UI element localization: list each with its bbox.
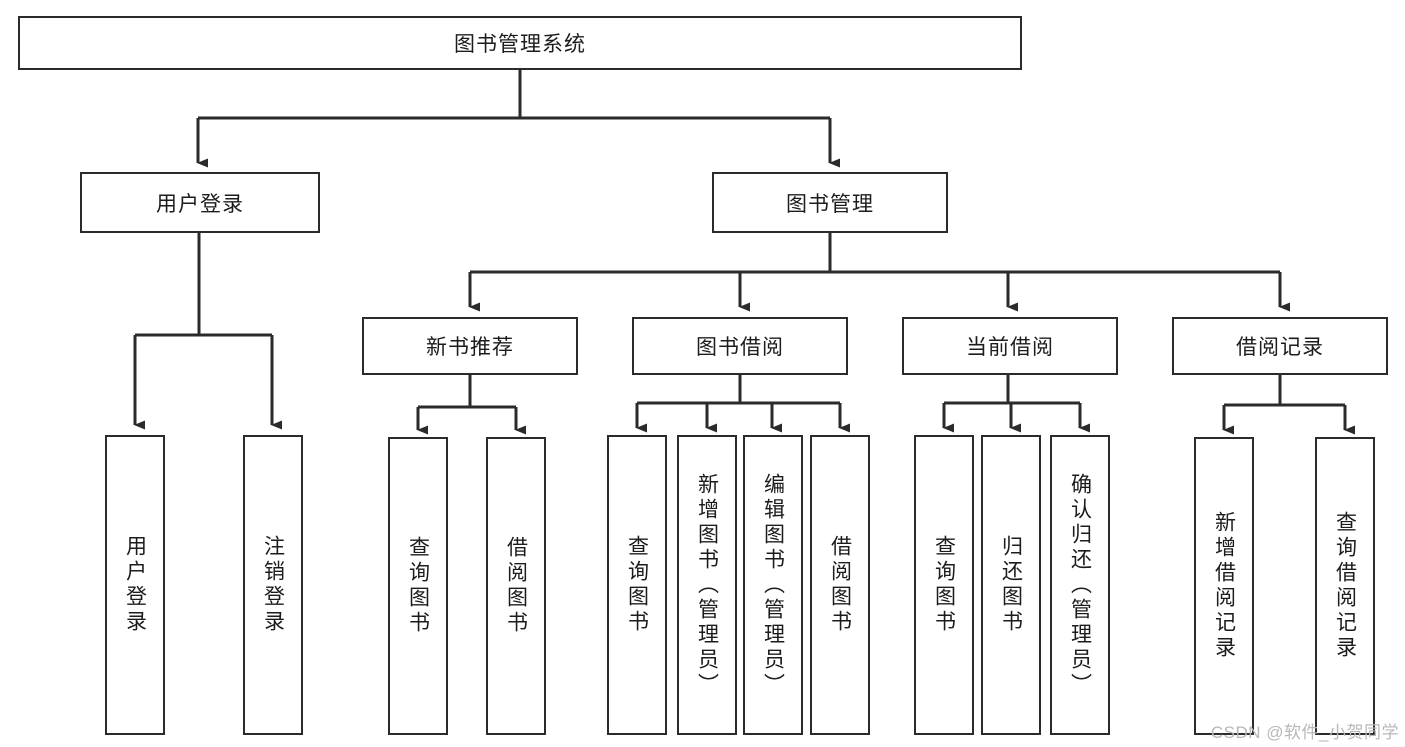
node-book-borrow[interactable]: 图书借阅	[632, 317, 848, 375]
node-user-login[interactable]: 用户登录	[80, 172, 320, 233]
node-book-management-label: 图书管理	[786, 192, 874, 216]
leaf-add-record[interactable]: 新增借阅记录	[1194, 437, 1254, 735]
node-book-management[interactable]: 图书管理	[712, 172, 948, 233]
leaf-query-book-3[interactable]: 查询图书	[914, 435, 974, 735]
leaf-borrow-book-2-label: 借阅图书	[828, 535, 852, 635]
node-borrow-record-label: 借阅记录	[1236, 336, 1324, 359]
node-current-borrow-label: 当前借阅	[966, 336, 1054, 359]
leaf-confirm-return-label: 确认归还（管理员）	[1068, 472, 1092, 698]
leaf-edit-book-label: 编辑图书（管理员）	[761, 472, 785, 698]
node-borrow-record[interactable]: 借阅记录	[1172, 317, 1388, 375]
leaf-borrow-book-1-label: 借阅图书	[504, 536, 528, 636]
leaf-confirm-return[interactable]: 确认归还（管理员）	[1050, 435, 1110, 735]
leaf-query-book-1[interactable]: 查询图书	[388, 437, 448, 735]
leaf-query-record[interactable]: 查询借阅记录	[1315, 437, 1375, 735]
leaf-edit-book[interactable]: 编辑图书（管理员）	[743, 435, 803, 735]
leaf-add-book-label: 新增图书（管理员）	[695, 472, 719, 698]
node-new-book-recommend-label: 新书推荐	[426, 336, 514, 359]
leaf-add-book[interactable]: 新增图书（管理员）	[677, 435, 737, 735]
node-new-book-recommend[interactable]: 新书推荐	[362, 317, 578, 375]
leaf-user-login-label: 用户登录	[123, 535, 147, 635]
node-root-system[interactable]: 图书管理系统	[18, 16, 1022, 70]
node-user-login-label: 用户登录	[156, 192, 244, 216]
leaf-borrow-book-1[interactable]: 借阅图书	[486, 437, 546, 735]
node-current-borrow[interactable]: 当前借阅	[902, 317, 1118, 375]
leaf-user-login[interactable]: 用户登录	[105, 435, 165, 735]
leaf-borrow-book-2[interactable]: 借阅图书	[810, 435, 870, 735]
leaf-add-record-label: 新增借阅记录	[1212, 511, 1236, 661]
leaf-query-book-1-label: 查询图书	[406, 536, 430, 636]
leaf-return-book[interactable]: 归还图书	[981, 435, 1041, 735]
leaf-query-book-2[interactable]: 查询图书	[607, 435, 667, 735]
leaf-logout-login[interactable]: 注销登录	[243, 435, 303, 735]
node-book-borrow-label: 图书借阅	[696, 336, 784, 359]
leaf-query-book-2-label: 查询图书	[625, 535, 649, 635]
leaf-return-book-label: 归还图书	[999, 535, 1023, 635]
leaf-query-record-label: 查询借阅记录	[1333, 511, 1357, 661]
leaf-logout-login-label: 注销登录	[261, 535, 285, 635]
watermark-text: CSDN @软件_小贺同学	[1210, 723, 1399, 742]
leaf-query-book-3-label: 查询图书	[932, 535, 956, 635]
node-root-system-label: 图书管理系统	[454, 33, 586, 56]
